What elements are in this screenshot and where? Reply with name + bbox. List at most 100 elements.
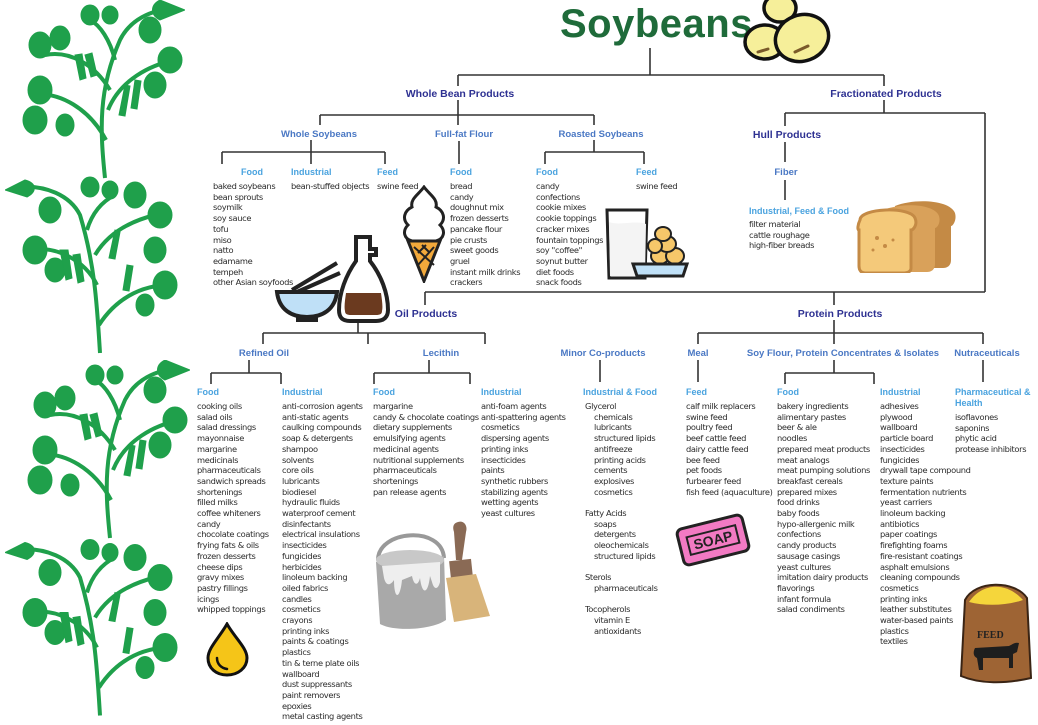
- list-item: structured lipids: [594, 433, 656, 444]
- list-item: fish feed (aquaculture): [686, 486, 773, 497]
- spacer: [585, 497, 658, 508]
- list-item: beer & ale: [777, 422, 817, 433]
- list-item: chemicals: [594, 411, 633, 422]
- list-item: swine feed: [377, 181, 419, 191]
- list-item: shampoo: [282, 443, 318, 454]
- list-item: candy & chocolate coatings: [373, 411, 479, 422]
- list-item: baked soybeans: [213, 181, 276, 191]
- list-item: tempeh: [213, 266, 243, 277]
- list-item: particle board: [880, 433, 933, 444]
- list-item: electrical insulations: [282, 529, 360, 540]
- list-item: prepared meat products: [777, 443, 870, 454]
- node-whole-bean-products: Whole Bean Products: [405, 88, 515, 100]
- node-protein-products: Protein Products: [797, 308, 883, 320]
- list-item: crayons: [282, 615, 313, 626]
- node-oil-products: Oil Products: [394, 308, 458, 320]
- list-item: breakfast cereals: [777, 475, 843, 486]
- list-item: bee feed: [686, 454, 720, 465]
- group-heading: Fatty Acids: [585, 508, 627, 519]
- category-industrial: Industrial: [291, 167, 332, 177]
- list-item: sweet goods: [450, 245, 499, 256]
- list-item: medicinal agents: [373, 443, 439, 454]
- list-item: asphalt emulsions: [880, 561, 950, 572]
- node-full-fat-flour: Full-fat Flour: [434, 129, 494, 140]
- list-item: miso: [213, 234, 232, 245]
- list-item: baby foods: [777, 508, 820, 519]
- list-item: cheese dips: [197, 561, 243, 572]
- list-item: solvents: [282, 454, 314, 465]
- list-item: furbearer feed: [686, 475, 741, 486]
- list-item: yeast carriers: [880, 497, 932, 508]
- list-item: texture paints: [880, 475, 934, 486]
- list-item: swine feed: [636, 181, 678, 191]
- list-item: pharmaceuticals: [373, 465, 437, 476]
- list-item: coffee whiteners: [197, 508, 261, 519]
- bowl-chopsticks-icon: [274, 261, 341, 322]
- list-item: stabilizing agents: [481, 486, 548, 497]
- category-industrial: Industrial: [880, 387, 921, 397]
- list-item: cracker mixes: [536, 223, 590, 234]
- category-food: Food: [373, 387, 395, 397]
- list-item: pan release agents: [373, 486, 447, 497]
- spacer: [585, 562, 658, 573]
- list-item: linoleum backing: [282, 572, 348, 583]
- list-item: water-based paints: [880, 615, 953, 626]
- list-item: gravy mixes: [197, 572, 244, 583]
- category-industrial-feed-food: Industrial, Feed & Food: [749, 206, 850, 216]
- spacer: [585, 594, 658, 605]
- list-item: cookie toppings: [536, 213, 597, 224]
- list-item: leather substitutes: [880, 604, 952, 615]
- list-item: fermentation nutrients: [880, 486, 967, 497]
- list-item: salad oils: [197, 411, 233, 422]
- list-item: meat pumping solutions: [777, 465, 870, 476]
- soap-bar-icon: SOAP: [674, 512, 752, 568]
- soy-sauce-bottle-icon: [336, 235, 391, 323]
- list-item: pharmaceuticals: [594, 582, 658, 593]
- list-item: anti-static agents: [282, 411, 349, 422]
- list-item: margarine: [197, 443, 237, 454]
- list-item: shortenings: [197, 486, 242, 497]
- list-item: gruel: [450, 255, 470, 266]
- list-item: soy "coffee": [536, 245, 583, 256]
- list-item: metal casting agents: [282, 711, 363, 722]
- list-item: frying fats & oils: [197, 540, 259, 551]
- list-item: linoleum backing: [880, 508, 946, 519]
- list-roasted-soybeans-feed: swine feed: [636, 181, 678, 192]
- list-item: candy: [450, 191, 474, 202]
- oil-drop-icon: [206, 622, 249, 677]
- list-item: anti-corrosion agents: [282, 401, 363, 411]
- list-item: dispersing agents: [481, 433, 549, 444]
- node-whole-soybeans: Whole Soybeans: [280, 129, 358, 140]
- soybean-plant-icon: [5, 176, 178, 354]
- group-heading: Sterols: [585, 572, 612, 583]
- list-item: cosmetics: [880, 582, 919, 593]
- node-roasted-soybeans: Roasted Soybeans: [558, 129, 644, 140]
- list-item: mayonnaise: [197, 433, 244, 444]
- list-item: drywall tape compound: [880, 465, 971, 476]
- list-item: confections: [536, 191, 580, 202]
- list-item: chocolate coatings: [197, 529, 269, 540]
- list-item: cosmetics: [282, 604, 321, 615]
- list-item: lubricants: [594, 422, 632, 433]
- list-item: core oils: [282, 465, 314, 476]
- list-item: hypo-allergenic milk: [777, 518, 855, 529]
- list-item: wallboard: [282, 668, 320, 679]
- list-item: alimentary pastes: [777, 411, 846, 422]
- list-item: bakery ingredients: [777, 401, 849, 411]
- node-refined-oil: Refined Oil: [238, 348, 290, 359]
- list-whole-soybeans-industrial: bean-stuffed objects: [291, 181, 370, 192]
- list-whole-soybeans-feed: swine feed: [377, 181, 419, 192]
- list-item: instant milk drinks: [450, 266, 521, 277]
- category-food: Food: [450, 167, 472, 177]
- list-item: natto: [213, 245, 234, 256]
- category-industrial-food: Industrial & Food: [583, 387, 657, 397]
- list-item: soy sauce: [213, 213, 252, 224]
- category-feed: Feed: [377, 167, 399, 177]
- list-item: printing inks: [880, 593, 928, 604]
- list-item: meat analogs: [777, 454, 830, 465]
- list-item: bean-stuffed objects: [291, 181, 370, 191]
- list-item: salad dressings: [197, 422, 256, 433]
